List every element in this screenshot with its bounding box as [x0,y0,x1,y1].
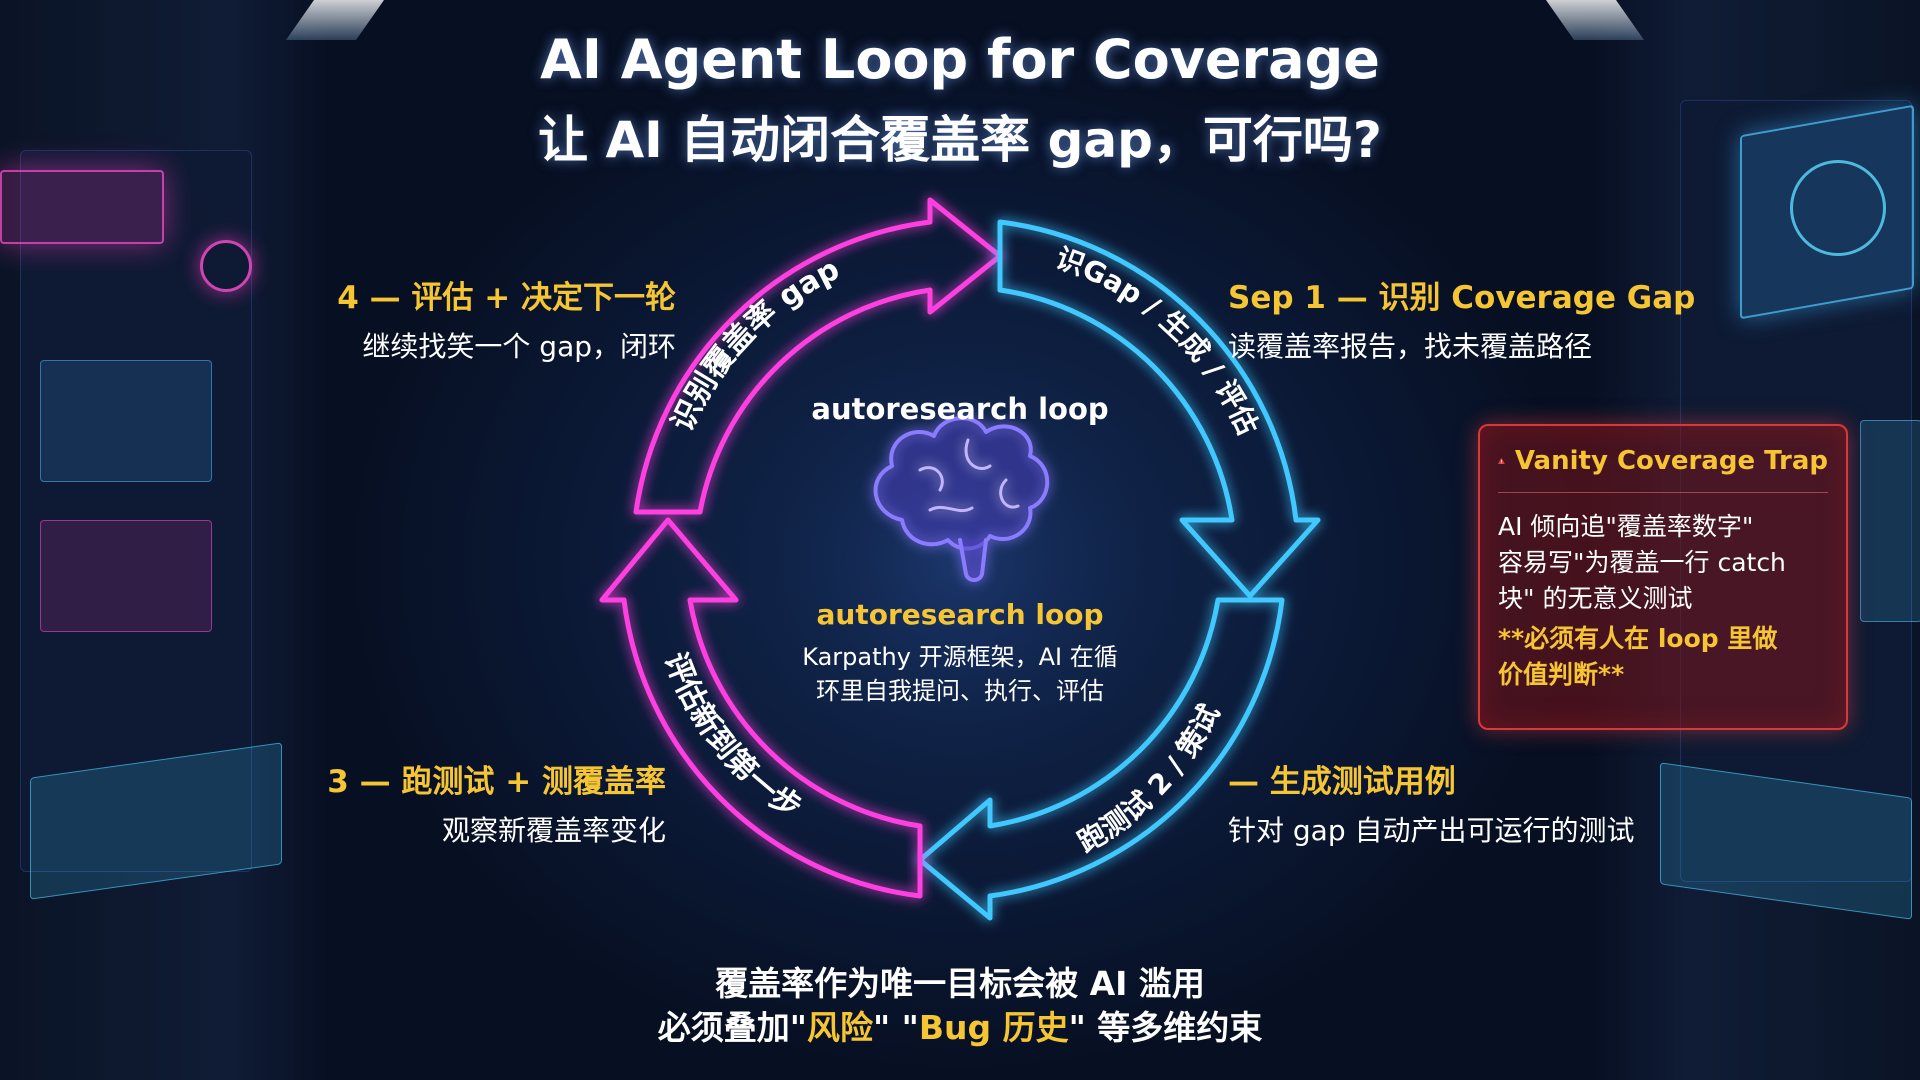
step-4-title: 4 — 评估 + 决定下一轮 [337,280,676,316]
warning-triangle-icon [1498,458,1505,464]
step-3: 3 — 跑测试 + 测覆盖率 观察新覆盖率变化 [327,756,666,849]
monitor-right-2 [1860,420,1920,622]
center-description: Karpathy 开源框架，AI 在循 环里自我提问、执行、评估 [780,640,1140,708]
arrow-bottom-left [599,517,923,899]
step-4: 4 — 评估 + 决定下一轮 继续找笑一个 gap，闭环 [337,272,676,365]
vanity-divider [1498,492,1828,493]
vanity-line-1: AI 倾向追"覆盖率数字" [1498,512,1754,541]
vanity-header: Vanity Coverage Trap [1498,444,1828,478]
vanity-warning-2: 价值判断** [1498,660,1625,689]
arrow-bottom-right [917,597,1285,921]
title-line-1: AI Agent Loop for Coverage [540,28,1380,91]
vanity-warning-1: **必须有人在 loop 里做 [1498,624,1778,653]
footer-highlight-bug-history: Bug 历史 [918,1008,1069,1047]
center-title: autoresearch loop [816,598,1104,631]
center-desc-line-1: Karpathy 开源框架，AI 在循 [802,643,1118,671]
vanity-line-2: 容易写"为覆盖一行 catch [1498,548,1786,577]
arrow-top-left [633,197,1003,515]
brain-icon [873,416,1050,582]
footer-text-post: " 等多维约束 [1068,1008,1263,1047]
step-4-desc: 继续找笑一个 gap，闭环 [362,330,676,363]
step-3-title: 3 — 跑测试 + 测覆盖率 [327,764,666,800]
footer-highlight-risk: 风险 [806,1008,873,1047]
monitor-left-2 [40,520,212,632]
hud-ring-right [1790,160,1886,256]
step-2-title: — 生成测试用例 [1228,764,1456,800]
center-desc-line-2: 环里自我提问、执行、评估 [816,677,1104,705]
footer-line-1: 覆盖率作为唯一目标会被 AI 滥用 [715,964,1205,1003]
step-1-title: Sep 1 — 识别 Coverage Gap [1228,280,1696,316]
footer-note: 覆盖率作为唯一目标会被 AI 滥用 必须叠加"风险" "Bug 历史" 等多维约… [0,962,1920,1050]
center-top-label: autoresearch loop [811,392,1109,426]
step-2-desc: 针对 gap 自动产出可运行的测试 [1228,814,1635,847]
monitor-left-1 [40,360,212,482]
neon-sign-left [0,170,164,244]
step-2: — 生成测试用例 针对 gap 自动产出可运行的测试 [1228,756,1635,849]
step-1-desc: 读覆盖率报告，找未覆盖路径 [1228,330,1593,363]
center-glow [700,300,1220,820]
footer-line-2: 必须叠加"风险" "Bug 历史" 等多维约束 [0,1006,1920,1050]
vanity-title: Vanity Coverage Trap [1514,446,1828,476]
neon-ring-left [200,240,252,292]
footer-text-mid: " " [872,1008,919,1047]
title-line-2: 让 AI 自动闭合覆盖率 gap，可行吗? [538,111,1382,169]
vanity-line-3: 块" 的无意义测试 [1498,584,1693,613]
step-1: Sep 1 — 识别 Coverage Gap 读覆盖率报告，找未覆盖路径 [1228,272,1695,365]
vanity-coverage-trap-box: Vanity Coverage Trap AI 倾向追"覆盖率数字" 容易写"为… [1478,424,1848,730]
footer-text-pre: 必须叠加" [657,1008,807,1047]
step-3-desc: 观察新覆盖率变化 [441,814,666,847]
arrow-top-right [997,219,1321,599]
